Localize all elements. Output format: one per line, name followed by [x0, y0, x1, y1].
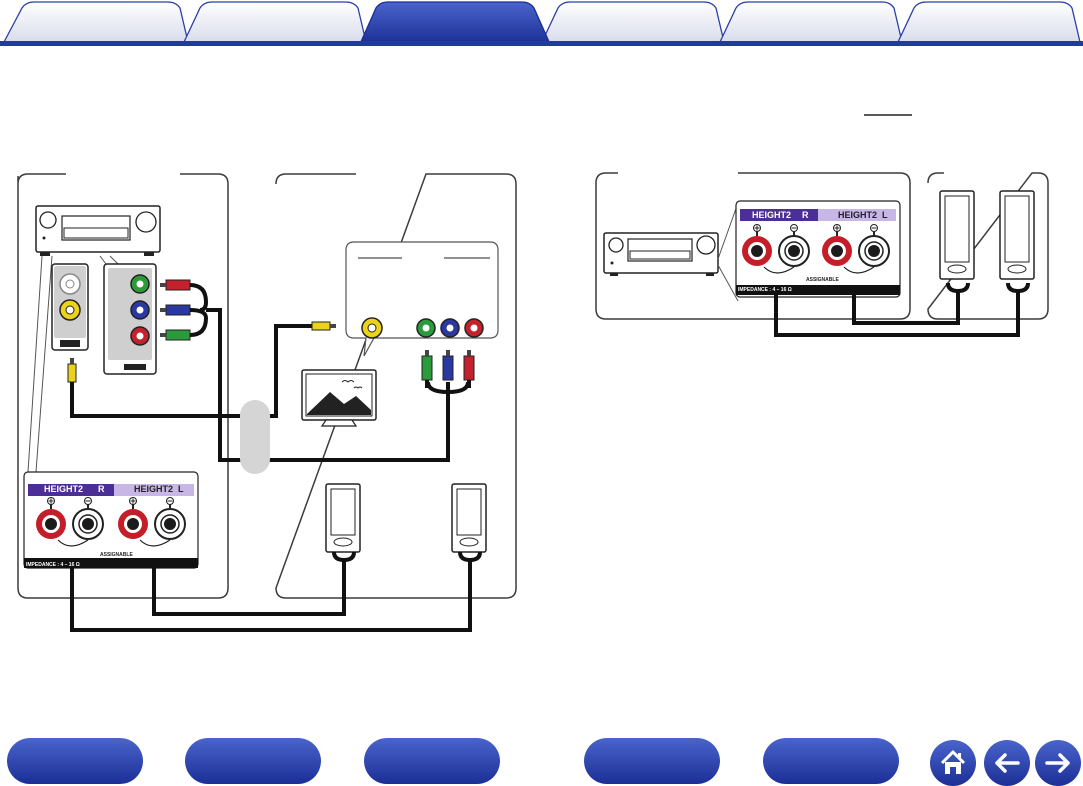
left-connection-diagram: HEIGHT2 R HEIGHT2 L ASSIGNABLE IMPEDANCE…: [17, 173, 517, 632]
tab-2[interactable]: [184, 0, 366, 42]
av-receiver-device-right: [603, 202, 739, 302]
tab-3-shape-active: [358, 1, 552, 45]
footer-button-4[interactable]: [584, 738, 720, 784]
tab-bar-baseline: [0, 41, 1083, 46]
composite-video-cable: [67, 321, 336, 418]
tab-2-shape: [182, 1, 367, 43]
home-icon: [940, 750, 966, 774]
speaker-terminal-left: [23, 471, 199, 569]
tab-4-shape: [540, 1, 725, 43]
wall-separator: [240, 400, 270, 474]
av-receiver-panel: [17, 173, 229, 599]
footer-button-2[interactable]: [185, 738, 321, 784]
footer-button-5[interactable]: [763, 738, 899, 784]
arrow-left-icon: [995, 753, 1020, 773]
underline-mark: [864, 114, 912, 116]
forward-button[interactable]: [1035, 740, 1081, 786]
impedance-label-r: IMPEDANCE : 4 – 16 Ω: [738, 287, 792, 293]
receiver-panel-right: [595, 172, 911, 320]
height2-right-symbol-r: R: [802, 210, 809, 220]
speaker-left: [325, 483, 361, 553]
tab-6-shape: [896, 1, 1081, 43]
speaker-panel-right: [927, 172, 1049, 320]
assignable-label-r: ASSIGNABLE: [806, 277, 839, 283]
av-receiver-device: [35, 205, 161, 256]
speaker-cables-left: [70, 551, 482, 632]
footer-button-1[interactable]: [7, 738, 143, 784]
tab-1[interactable]: [4, 0, 188, 42]
component-video-cable: [189, 283, 470, 462]
height2-right-label-r: HEIGHT2: [752, 210, 791, 220]
back-button[interactable]: [984, 740, 1030, 786]
tab-1-shape: [2, 1, 189, 43]
height2-left-symbol: L: [178, 484, 184, 494]
component-plugs-left: [160, 279, 191, 341]
zoom-line: [99, 255, 107, 265]
tab-5-shape: [718, 1, 903, 43]
height2-left-symbol-r: L: [882, 210, 888, 220]
right-connection-diagram: HEIGHT2 R HEIGHT2 L ASSIGNABLE IMPEDANCE…: [595, 172, 1049, 337]
tv-device: [301, 369, 377, 427]
height2-right-label: HEIGHT2: [44, 484, 83, 494]
tab-3-active[interactable]: [362, 0, 548, 42]
zoom-line: [109, 255, 119, 265]
component-plugs-tv: [421, 350, 475, 388]
height2-right-symbol: R: [98, 484, 105, 494]
speaker-right: [451, 483, 487, 553]
video-in-block: [51, 263, 89, 351]
speaker-cables-right: [774, 282, 1030, 337]
tab-6[interactable]: [898, 0, 1080, 42]
tab-bar: [0, 0, 1083, 46]
height2-left-label-r: HEIGHT2: [838, 210, 877, 220]
tab-bar-graphic: [0, 1, 1083, 46]
zoom-line: [27, 255, 43, 473]
speaker-right-r: [999, 190, 1035, 280]
arrow-right-icon: [1045, 753, 1070, 773]
tab-5[interactable]: [720, 0, 902, 42]
footer-button-3[interactable]: [364, 738, 500, 784]
tv-input-callout: [345, 241, 499, 357]
footer-nav: [0, 728, 1083, 786]
home-button[interactable]: [930, 740, 976, 786]
zoom-line: [35, 255, 53, 473]
impedance-label: IMPEDANCE : 4 – 16 Ω: [26, 562, 80, 568]
tab-4[interactable]: [542, 0, 724, 42]
speaker-left-r: [939, 190, 975, 280]
assignable-label: ASSIGNABLE: [100, 552, 133, 558]
tv-speaker-panel: [275, 173, 517, 599]
height2-left-label: HEIGHT2: [134, 484, 173, 494]
speaker-terminal-right: [735, 200, 901, 298]
component-in-block: [103, 263, 157, 375]
